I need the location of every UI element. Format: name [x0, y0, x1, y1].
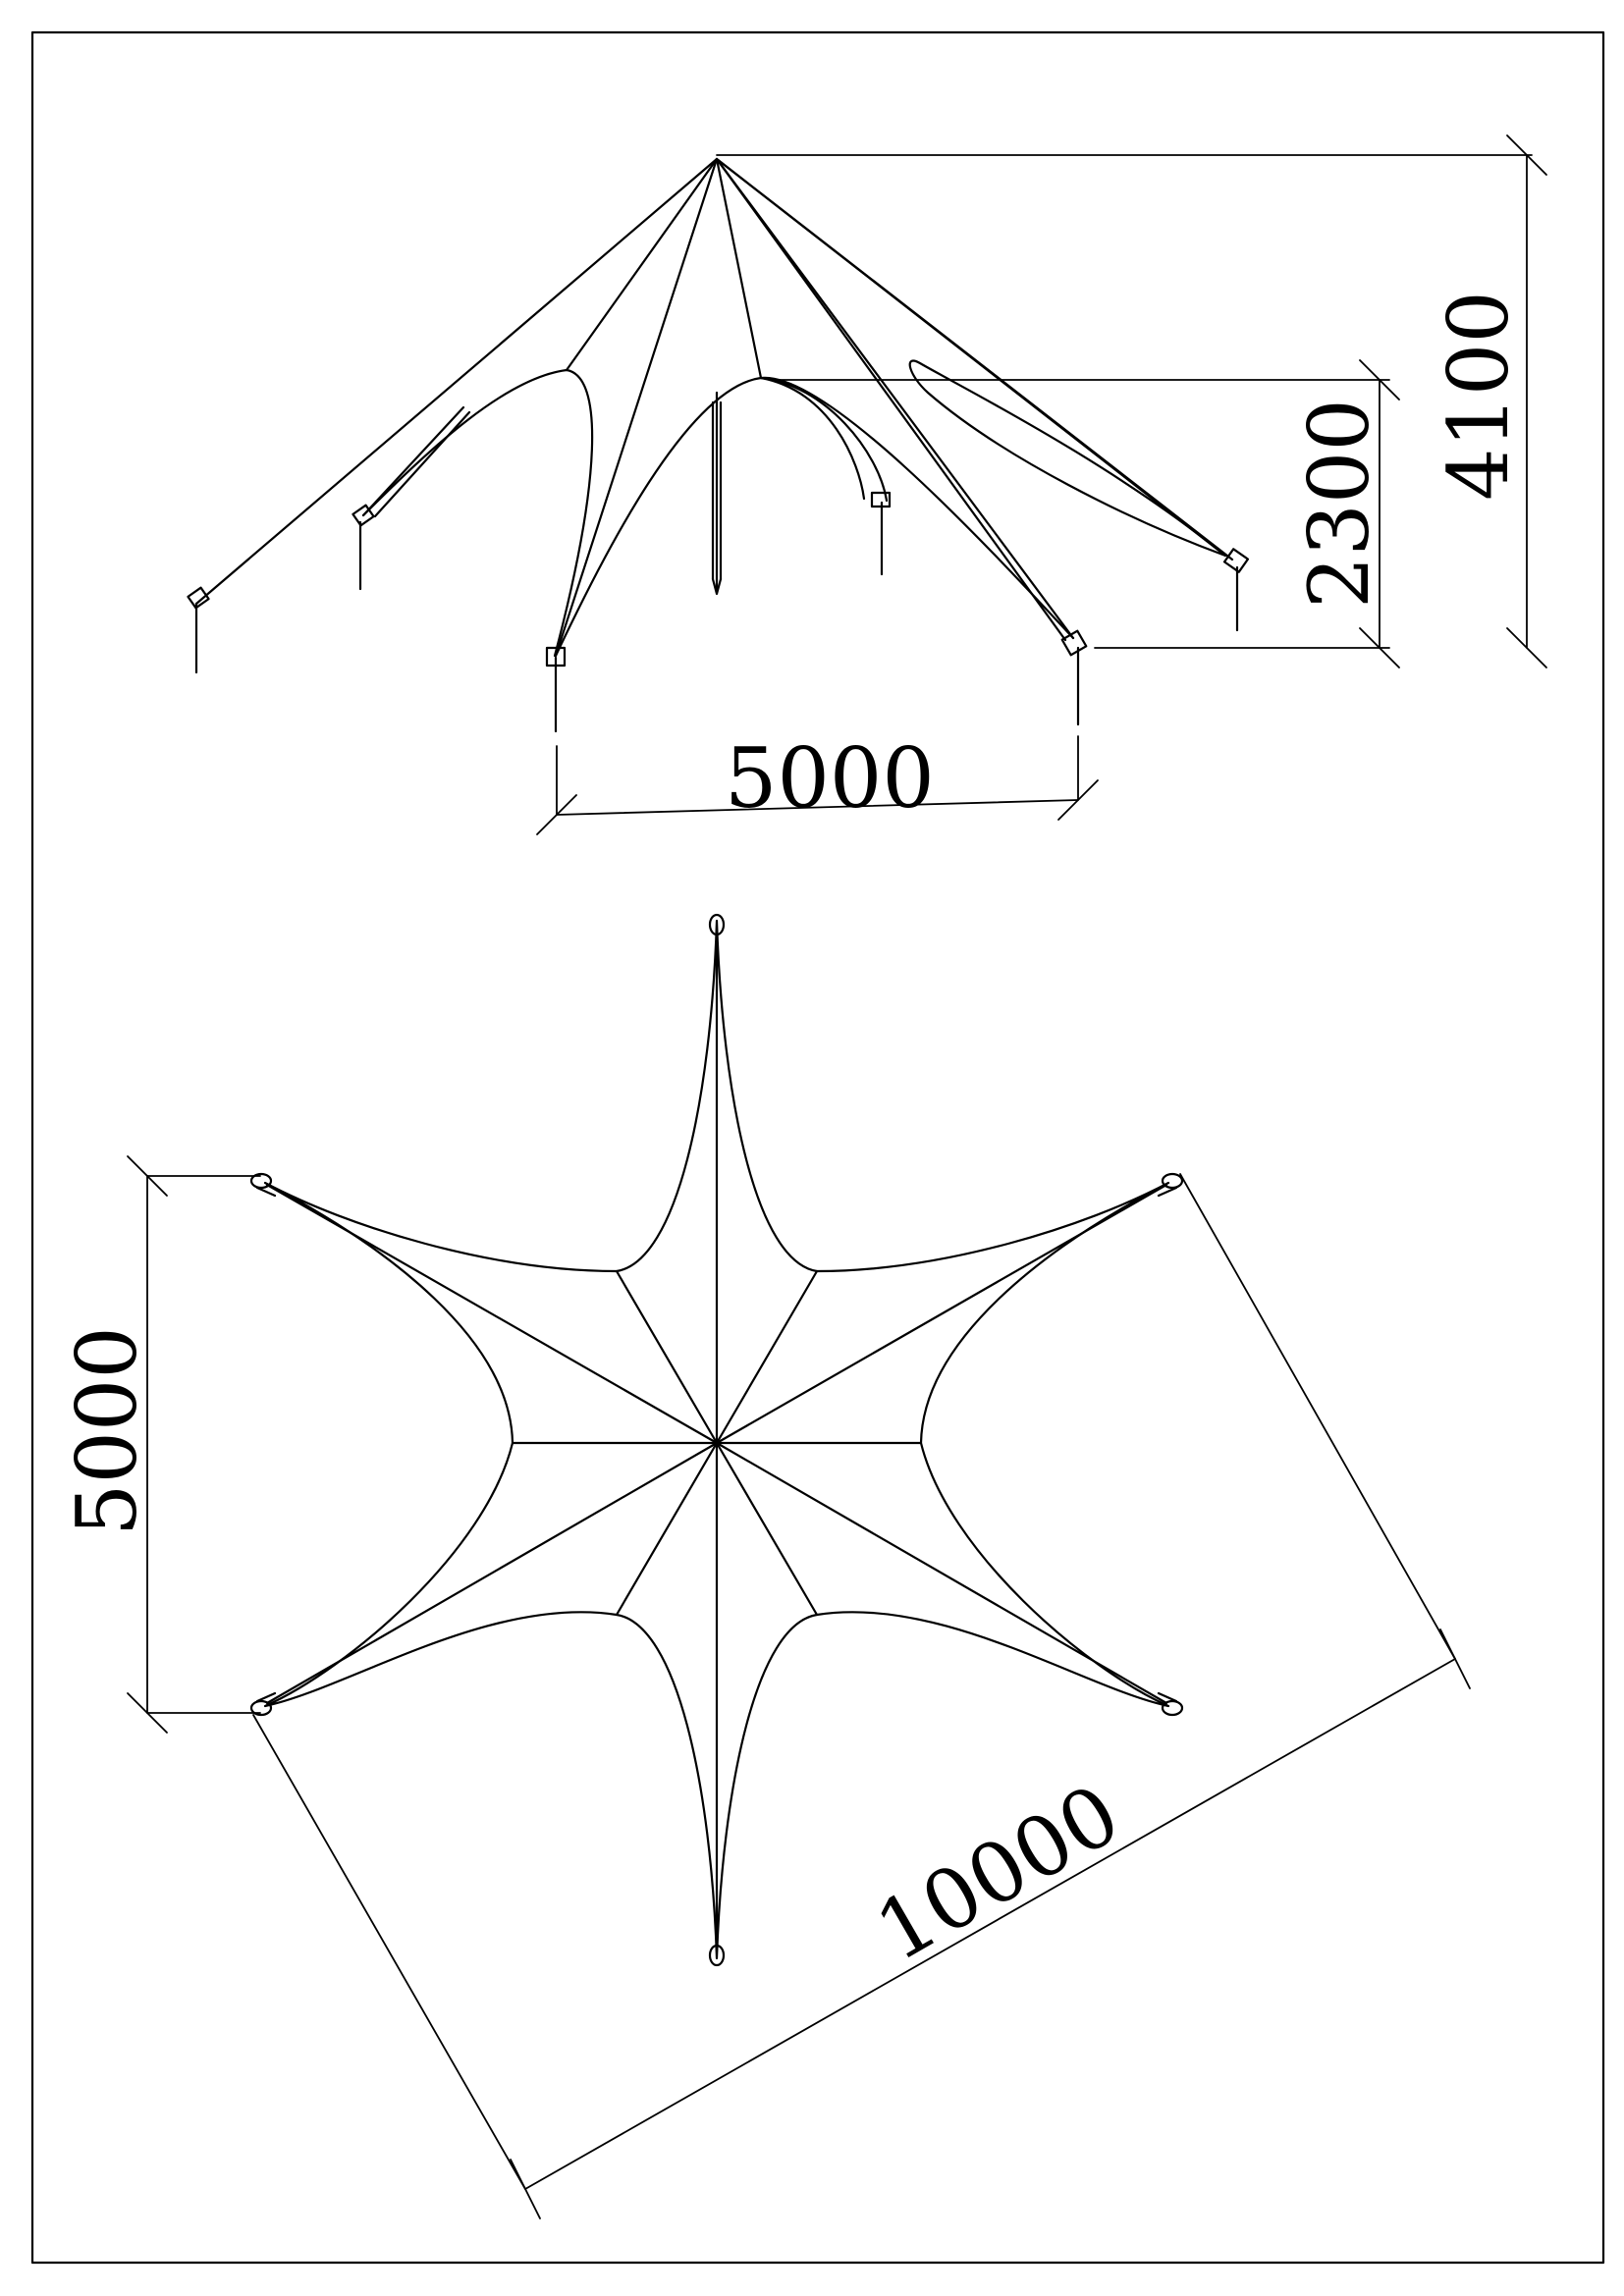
dim-label-5000-elevation: 5000: [725, 730, 935, 827]
dim-label-10000: 10000: [860, 1766, 1135, 1980]
left-ridge-line: [194, 157, 719, 606]
inner-cable: [715, 157, 1067, 642]
inner-cable: [554, 157, 719, 658]
star-outline: [263, 919, 1170, 1960]
inner-cable: [715, 157, 1075, 640]
dimension-span: 5000: [536, 730, 1099, 835]
dim-label-5000-plan: 5000: [59, 1326, 155, 1536]
left-arch: [361, 368, 594, 658]
dimension-arch-height: 2300: [775, 359, 1400, 668]
dimension-plan-side: 5000: [59, 1155, 261, 1734]
dimension-total-height: 4100: [716, 134, 1547, 668]
dimension-plan-diagonal: 10000: [252, 1173, 1471, 2219]
tent-plan-view: 5000 10000: [59, 913, 1471, 2219]
drawing-frame: [30, 30, 1605, 2265]
dim-label-2300: 2300: [1291, 399, 1387, 609]
tent-elevation-view: 4100 2300 5000: [187, 134, 1547, 835]
inner-cable: [715, 157, 763, 380]
right-arch: [908, 359, 1227, 558]
radial-lines: [265, 929, 1168, 1953]
inner-cable: [565, 157, 719, 372]
dim-label-4100: 4100: [1431, 291, 1527, 501]
